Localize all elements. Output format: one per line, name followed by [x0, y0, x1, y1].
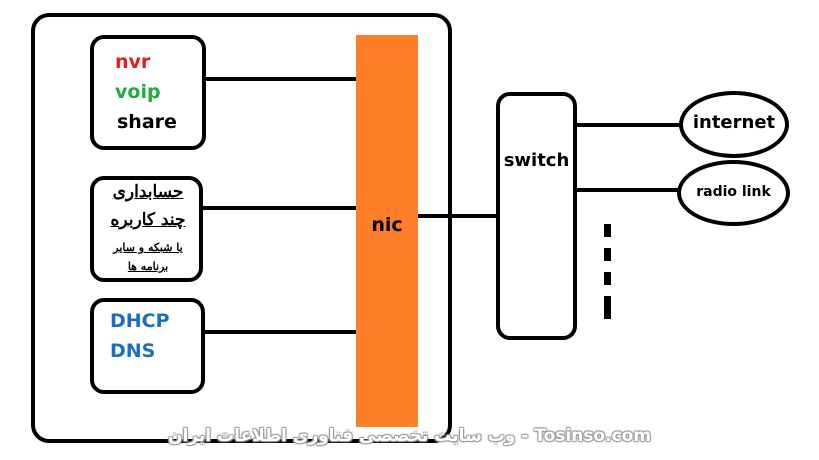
- voip-label: voip: [115, 81, 161, 103]
- network-apps-label: یا شبکه و سایر: [113, 241, 183, 254]
- switch-to-internet-line: [577, 123, 681, 127]
- applications-box: [90, 176, 203, 282]
- programs-label: برنامه ها: [127, 260, 169, 273]
- network-services-to-nic-line: [205, 330, 358, 334]
- nic-label: nic: [371, 214, 403, 236]
- radio-link-label: radio link: [696, 184, 771, 200]
- continuation-dash: [604, 224, 611, 237]
- continuation-dash: [604, 272, 611, 285]
- apps-to-nic-line: [203, 206, 358, 210]
- accounting-label: حسابداری: [112, 182, 184, 202]
- nic-bar: [356, 35, 418, 427]
- continuation-dash: [604, 296, 611, 319]
- switch-to-radio-link-line: [577, 188, 679, 192]
- switch-box: [496, 92, 577, 340]
- nic-to-switch-line: [418, 214, 498, 218]
- share-label: share: [117, 111, 177, 133]
- radio-link-node: [677, 160, 790, 226]
- services-box: [90, 35, 206, 150]
- continuation-dash: [604, 248, 611, 261]
- multi-user-label: چند کاربره: [110, 210, 186, 230]
- watermark: وب سایت تخصصی فناوری اطلاعات ایران - Tos…: [167, 426, 652, 446]
- internet-label: internet: [692, 112, 776, 133]
- dhcp-label: DHCP: [110, 310, 170, 332]
- network-services-box: [90, 298, 205, 394]
- internet-node: [679, 91, 789, 158]
- switch-label: switch: [503, 150, 570, 171]
- services-to-nic-line: [206, 77, 358, 81]
- dns-label: DNS: [110, 340, 156, 362]
- nvr-label: nvr: [115, 51, 151, 73]
